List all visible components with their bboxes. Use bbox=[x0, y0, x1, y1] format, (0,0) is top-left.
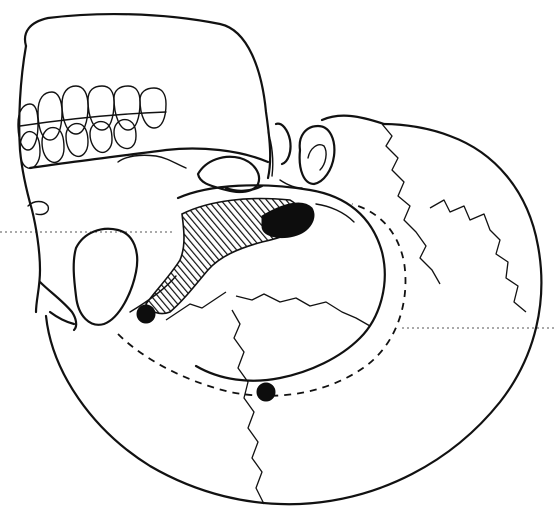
tooth bbox=[88, 86, 114, 130]
inferior-vault-arc bbox=[50, 312, 74, 324]
black-dot-left bbox=[137, 305, 155, 323]
occipital-ridge bbox=[316, 204, 354, 222]
zygomatic-process bbox=[74, 229, 138, 325]
right-arch-inner bbox=[308, 145, 326, 170]
tooth bbox=[42, 128, 64, 163]
tooth bbox=[114, 120, 136, 149]
tooth bbox=[90, 122, 112, 153]
upper-teeth-row bbox=[18, 86, 166, 168]
squamosal-suture bbox=[236, 294, 370, 326]
palate-border bbox=[30, 149, 268, 169]
maxilla-suture bbox=[118, 155, 186, 168]
right-zygomatic-arch bbox=[300, 126, 335, 184]
black-dot-bottom bbox=[257, 383, 275, 401]
cranial-vault-outline bbox=[46, 124, 541, 504]
upper-right-small bbox=[268, 132, 302, 188]
lambdoid-suture bbox=[382, 124, 440, 284]
face-left-edge bbox=[19, 46, 40, 312]
sagittal-suture bbox=[232, 310, 264, 504]
occipital-suture-right bbox=[430, 200, 526, 312]
upper-right-process bbox=[276, 124, 291, 164]
tooth bbox=[114, 86, 140, 130]
tooth bbox=[66, 124, 88, 157]
tooth bbox=[38, 92, 62, 140]
tooth bbox=[140, 88, 166, 128]
occipital-curve bbox=[322, 116, 384, 124]
